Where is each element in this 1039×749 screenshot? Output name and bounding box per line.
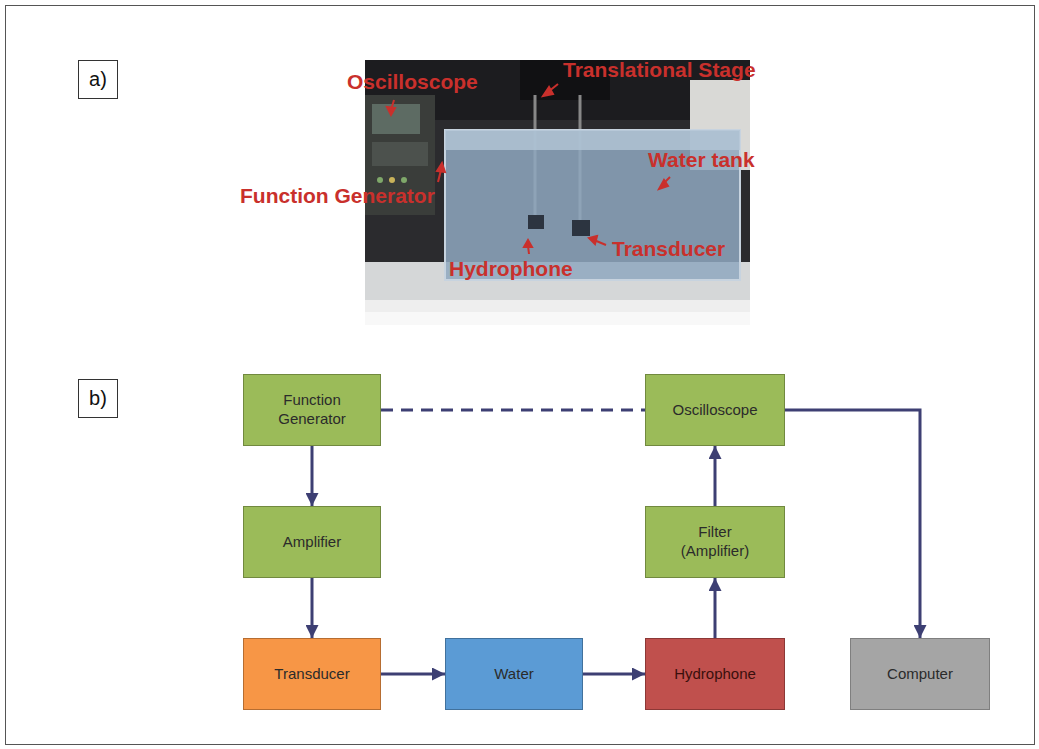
photo-callout: Hydrophone <box>449 257 573 281</box>
photo-callout: Oscilloscope <box>347 70 478 94</box>
outer-frame <box>6 6 1035 745</box>
dashed-link <box>381 409 645 412</box>
signal-arrow <box>311 446 314 506</box>
box-label: a) <box>89 67 107 92</box>
panel-tag: a) <box>78 60 118 99</box>
box-label: Hydrophone <box>674 665 756 684</box>
device-box: Hydrophone <box>645 638 785 710</box>
device-box: Filter (Amplifier) <box>645 506 785 578</box>
box-label: Function Generator <box>252 391 372 429</box>
device-box: Function Generator <box>243 374 381 446</box>
device-box: Transducer <box>243 638 381 710</box>
signal-arrow <box>714 446 717 506</box>
signal-arrow <box>785 410 920 638</box>
photo-callout: Translational Stage <box>563 58 756 82</box>
signal-arrow <box>714 578 717 638</box>
box-label: Transducer <box>274 665 349 684</box>
photo-callout: Transducer <box>612 237 725 261</box>
device-box: Amplifier <box>243 506 381 578</box>
box-label: Filter (Amplifier) <box>665 523 765 561</box>
signal-arrow <box>583 673 645 676</box>
box-label: Computer <box>887 665 953 684</box>
device-box: Computer <box>850 638 990 710</box>
leader-arrows <box>387 84 670 254</box>
signal-arrow <box>311 578 314 638</box>
box-label: Amplifier <box>283 533 341 552</box>
signal-arrow <box>381 673 445 676</box>
photo-callout: Function Generator <box>240 184 435 208</box>
device-box: Oscilloscope <box>645 374 785 446</box>
box-label: Oscilloscope <box>672 401 757 420</box>
photo-callout: Water tank <box>648 148 755 172</box>
box-label: b) <box>89 386 107 411</box>
box-label: Water <box>494 665 533 684</box>
medium-box: Water <box>445 638 583 710</box>
panel-tag: b) <box>78 379 118 418</box>
